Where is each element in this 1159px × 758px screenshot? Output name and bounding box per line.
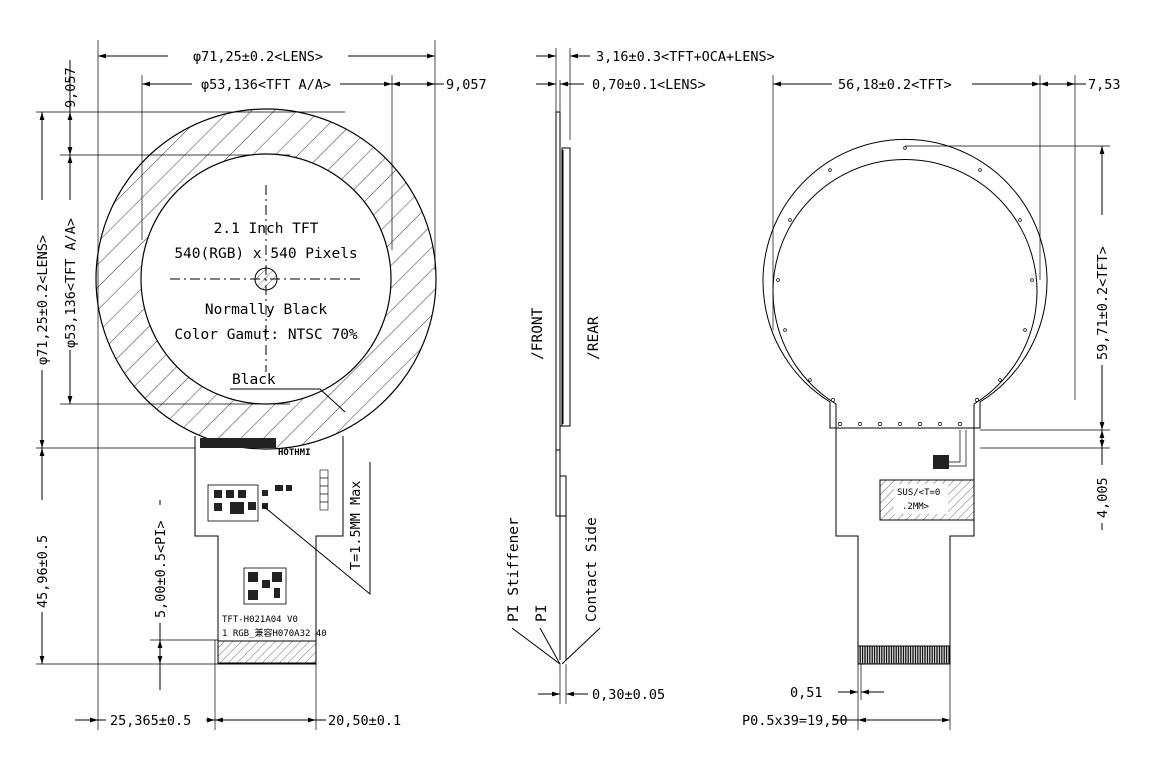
dim-fpc-thickness: 0,30±0.05: [592, 687, 665, 703]
rear-view: 56,18±0.2<TFT> 7,53 SUS/<T=0 .2MM>: [742, 75, 1121, 730]
dim-lens-thickness: 0,70±0.1<LENS>: [592, 77, 706, 93]
fpc-dots: [776, 146, 1034, 426]
front-view: 2.1 Inch TFT 540(RGB) x 540 Pixels Norma…: [33, 40, 487, 730]
dim-overall-height: 45,96±0.5: [35, 535, 51, 608]
dim-tft-aa-side: φ53,136<TFT A/A>: [63, 218, 79, 348]
display-text-line3: Normally Black: [205, 302, 327, 318]
part-number: TFT-H021A04 V0: [222, 615, 298, 625]
dim-offset-right: 9,057: [446, 77, 487, 93]
lens-layer: [555, 111, 561, 451]
dim-total-thickness: 3,16±0.3<TFT+OCA+LENS>: [596, 49, 775, 65]
fpc-tail: [194, 436, 344, 665]
display-text-line2: 540(RGB) x 540 Pixels: [174, 246, 357, 262]
fpc-components: [207, 469, 329, 605]
sus-label-2: .2MM>: [902, 502, 930, 512]
display-text-line1: 2.1 Inch TFT: [214, 221, 319, 237]
black-label: Black: [232, 372, 276, 388]
sus-label-1: SUS/<T=0: [897, 488, 940, 498]
contact-pins: [857, 645, 951, 665]
front-label: /FRONT: [530, 307, 546, 360]
dim-pin-width: 0,51: [790, 685, 823, 701]
rear-label: /REAR: [586, 316, 602, 360]
dim-right-offset: 7,53: [1088, 77, 1121, 93]
rear-fpc-tail: [835, 428, 975, 665]
side-view: 3,16±0.3<TFT+OCA+LENS> 0,70±0.1<LENS> /F…: [506, 48, 775, 704]
dim-pi-length: 5,00±0.5<PI>: [153, 520, 169, 618]
dim-tft-height: 59,71±0.2<TFT>: [1095, 246, 1111, 360]
pi-stiffener-label: PI Stiffener: [506, 517, 522, 622]
dim-lens-diameter-side: φ71,25±0.2<LENS>: [35, 235, 51, 365]
display-text-line4: Color Gamut: NTSC 70%: [174, 327, 358, 343]
dim-left-offset: 25,365±0.5: [110, 713, 191, 729]
fpc-layer: [555, 449, 561, 517]
pi-label: PI: [534, 605, 550, 622]
contact-side-label: Contact Side: [584, 517, 600, 622]
tft-rear-outline: [762, 138, 1048, 429]
brand-label: HOTHMI: [278, 448, 311, 458]
dim-pitch: P0.5x39=19,50: [742, 713, 848, 729]
dim-tft-aa-top: φ53,136<TFT A/A>: [201, 77, 331, 93]
dim-offset-left: 9,057: [63, 67, 79, 108]
dim-tft-width: 56,18±0.2<TFT>: [838, 77, 952, 93]
part-number-sub: 1 RGB_兼容H070A32 40: [222, 627, 327, 639]
dim-lens-diameter-top: φ71,25±0.2<LENS>: [193, 49, 323, 65]
thickness-note: T=1.5MM Max: [348, 481, 364, 570]
dim-bottom-offset: 4,005: [1095, 477, 1111, 518]
dim-tail-width: 20,50±0.1: [328, 713, 401, 729]
